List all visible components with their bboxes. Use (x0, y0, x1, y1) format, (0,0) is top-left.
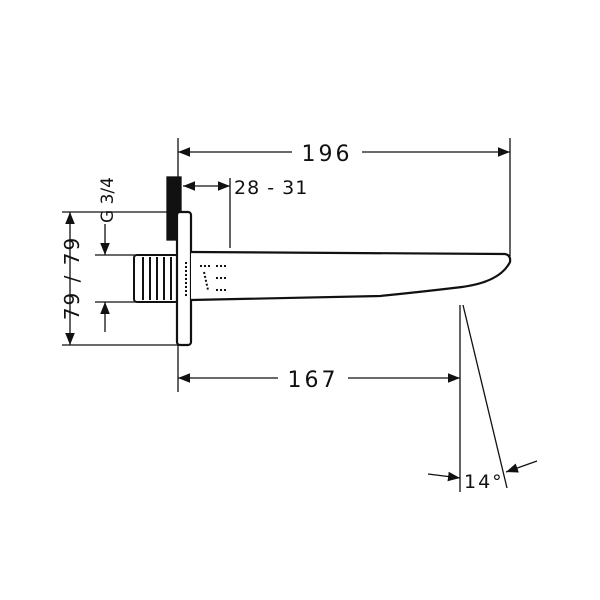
angle-arrow-left (427, 471, 461, 482)
dim-167-label: 167 (288, 368, 339, 393)
thread-connector (133, 254, 179, 303)
dim-28-31-label: 28 - 31 (234, 177, 308, 199)
dim-79-label: 79 / 79 (60, 236, 84, 320)
spout-body (190, 250, 512, 302)
hidden-detail (185, 262, 228, 296)
angle-line (462, 304, 508, 489)
angle-arrow-right (505, 460, 538, 473)
dim-196-label: 196 (302, 142, 353, 167)
rosette (175, 210, 193, 347)
thread-label: G 3/4 (98, 177, 118, 223)
angle-label: 14° (464, 471, 504, 493)
